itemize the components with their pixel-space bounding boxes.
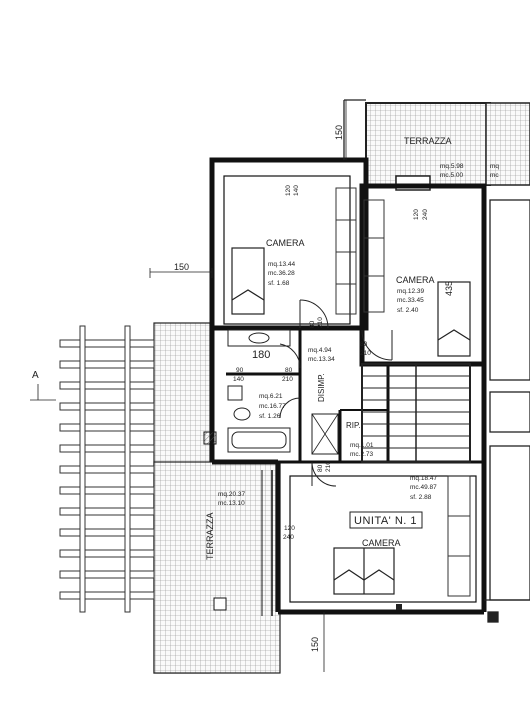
terrazza-left-mq: mq.20.37 bbox=[218, 491, 245, 498]
camera-bottom-door-1: 120 bbox=[284, 525, 295, 532]
dimension-bottom: 150 bbox=[310, 637, 320, 652]
terrazza-left-floor-lower bbox=[153, 461, 281, 674]
terrazza-top-cut-mq: mq bbox=[490, 163, 499, 170]
camera-bottom-sf: sf. 2.88 bbox=[410, 494, 432, 501]
bagno-width: 180 bbox=[252, 349, 270, 361]
camera-top-left-mc: mc.36.28 bbox=[268, 270, 295, 277]
dimension-top: 150 bbox=[334, 125, 344, 140]
disimpegno-mq: mq.4.94 bbox=[308, 347, 332, 354]
door-d2-width: 80 bbox=[360, 341, 368, 348]
ripostiglio-label: RIP. bbox=[346, 421, 361, 430]
terrazza-top-floor bbox=[365, 102, 491, 186]
door-d4-width: 80 bbox=[285, 367, 293, 374]
chimney-marker bbox=[203, 431, 217, 445]
terrazza-left-label: TERRAZZA bbox=[205, 512, 215, 560]
terrazza-top-floor-ext bbox=[485, 102, 530, 186]
door-d3-width: 90 bbox=[236, 367, 244, 374]
right-edge bbox=[343, 99, 530, 623]
bagno-mc: mc.16.77 bbox=[259, 403, 286, 410]
dimension-left: 150 bbox=[174, 262, 189, 272]
bed-top-right bbox=[437, 281, 471, 357]
door-swings bbox=[279, 299, 393, 487]
camera-top-left-door-2: 140 bbox=[293, 185, 300, 196]
camera-bottom-mq: mq.18.47 bbox=[410, 475, 437, 482]
camera-top-right-mc: mc.33.45 bbox=[397, 297, 424, 304]
camera-top-right-label: CAMERA bbox=[396, 275, 435, 285]
section-marker: A bbox=[32, 370, 39, 381]
staircase bbox=[361, 363, 471, 463]
terrazza-top-mc: mc.5.00 bbox=[440, 172, 464, 179]
door-d1-height: 210 bbox=[317, 317, 324, 328]
bed-top-left bbox=[231, 247, 265, 315]
camera-bottom-door-2: 240 bbox=[283, 534, 294, 541]
terrazza-top-mq: mq.5.98 bbox=[440, 163, 464, 170]
wardrobes bbox=[335, 187, 471, 597]
dimension-lines bbox=[30, 100, 347, 672]
disimpegno-label: DISIMP. bbox=[317, 373, 326, 402]
vent-marker bbox=[213, 597, 227, 611]
unit-label-box bbox=[349, 511, 423, 529]
terrazza-left-mc: mc.13.10 bbox=[218, 500, 245, 507]
camera-bottom-label: CAMERA bbox=[362, 538, 401, 548]
disimpegno-mc: mc.13.34 bbox=[308, 356, 335, 363]
camera-top-right-mq: mq.12.39 bbox=[397, 288, 424, 295]
camera-bottom-mc: mc.49.87 bbox=[410, 484, 437, 491]
stair-dimension: 435 bbox=[444, 281, 454, 296]
camera-top-left-sf: sf. 1.68 bbox=[268, 280, 290, 287]
ripostiglio-mq: mq.1.01 bbox=[350, 442, 374, 449]
ripostiglio-mc: mc.2.73 bbox=[350, 451, 374, 458]
camera-top-left-mq: mq.13.44 bbox=[268, 261, 295, 268]
door-d5-width: 80 bbox=[317, 464, 324, 472]
door-d4-height: 210 bbox=[282, 376, 293, 383]
bed-bottom bbox=[333, 547, 395, 595]
camera-top-left-door-1: 120 bbox=[285, 185, 292, 196]
technical-shaft bbox=[311, 413, 339, 455]
terrazza-top-cut-mc: mc bbox=[490, 172, 499, 179]
camera-top-right-sf: sf. 2.40 bbox=[397, 307, 419, 314]
camera-top-left-label: CAMERA bbox=[266, 238, 305, 248]
camera-top-right-door-2: 240 bbox=[422, 209, 429, 220]
terrazza-top-label: TERRAZZA bbox=[404, 136, 452, 146]
door-d3-height: 140 bbox=[233, 376, 244, 383]
door-d1-width: 80 bbox=[309, 320, 316, 328]
pergola-beams bbox=[59, 325, 155, 613]
door-d5-height: 210 bbox=[325, 461, 332, 472]
camera-top-right-door-1: 120 bbox=[413, 209, 420, 220]
bathroom-fixtures bbox=[227, 329, 291, 453]
bagno-mq: mq.6.21 bbox=[259, 393, 283, 400]
unit-label: UNITA' N. 1 bbox=[354, 515, 417, 527]
door-d2-height: 210 bbox=[360, 350, 371, 357]
bagno-sf: sf. 1.26 bbox=[259, 413, 281, 420]
